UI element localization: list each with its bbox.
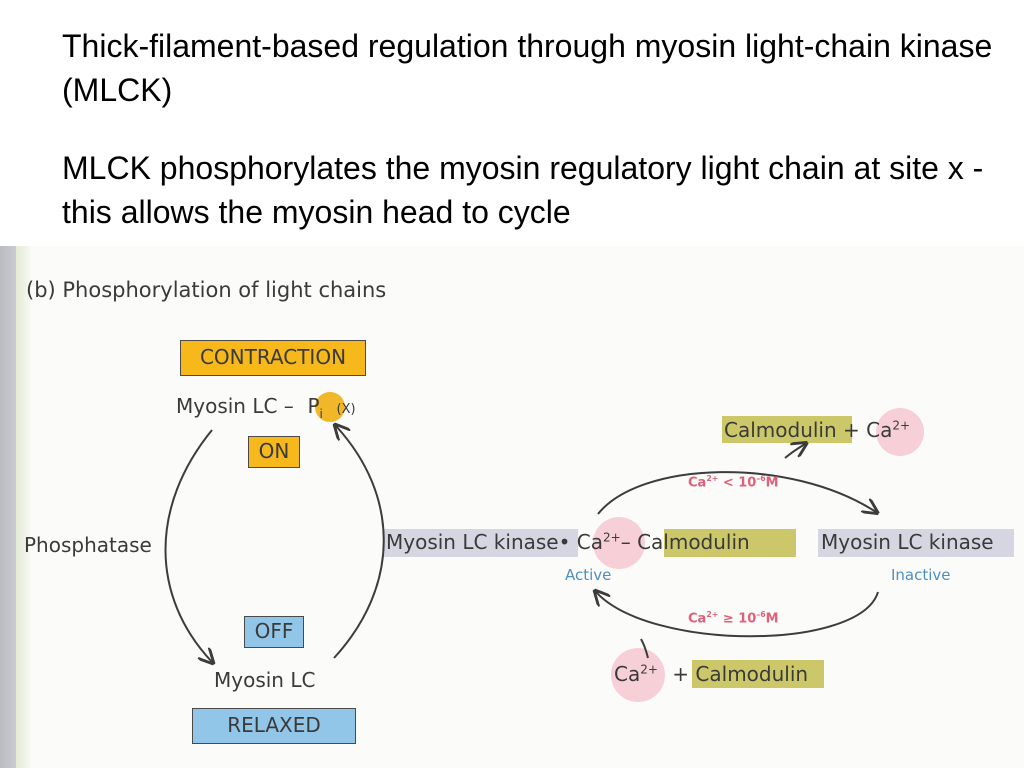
free-calmodulin-bottom-group: Ca2+ + Calmodulin: [614, 662, 809, 686]
left-decorative-band: [0, 246, 16, 768]
calmodulin-free-highlight-top: [722, 416, 852, 443]
calmodulin-bound-label: Calmodulin: [637, 530, 750, 554]
dephosphorylation-arrow: [164, 429, 213, 662]
site-x-label: (X): [336, 402, 356, 417]
figure-caption: (b) Phosphorylation of light chains: [26, 278, 387, 302]
contraction-box: CONTRACTION: [180, 340, 366, 376]
calcium-circle-middle: [593, 517, 645, 569]
left-decorative-stripe: [16, 246, 30, 768]
slide-body-text: MLCK phosphorylates the myosin regulator…: [62, 150, 984, 230]
bond-dot: •: [558, 530, 571, 554]
calmodulin-free-label-top: Calmodulin: [724, 418, 837, 442]
active-kinase-complex: Myosin LC kinase• Ca2+– Calmodulin: [386, 530, 750, 554]
calmodulin-free-highlight-bottom: [692, 660, 824, 688]
calcium-label-bottom: Ca2+: [614, 662, 658, 686]
binding-arrow: [640, 638, 649, 659]
kinase-active-label: Myosin LC kinase: [386, 530, 559, 554]
off-box: OFF: [244, 616, 304, 648]
on-box: ON: [248, 436, 300, 468]
inactivation-arrow: [597, 471, 876, 514]
light-chain-phosphorylation-figure: (b) Phosphorylation of light chains CONT…: [0, 246, 1024, 768]
kinase-inactive-label: Myosin LC kinase: [821, 530, 994, 554]
phosphorylation-arrow: [334, 426, 385, 659]
myosin-lc-phosphorylated-label: Myosin LC – Pi (X): [176, 394, 356, 421]
high-calcium-condition: Ca2+ ≥ 10–6M: [688, 610, 779, 627]
reaction-arrows: [164, 246, 1024, 768]
activation-arrow: [596, 592, 879, 638]
slide-title: Thick-filament-based regulation through …: [62, 28, 993, 108]
calcium-circle-bottom: [611, 648, 665, 702]
calcium-label-top: Ca2+: [866, 418, 911, 442]
calcium-label-middle: Ca2+: [576, 530, 621, 554]
low-calcium-condition: Ca2+ < 10–6M: [688, 474, 779, 491]
calcium-circle-top: [876, 408, 924, 456]
phosphatase-label: Phosphatase: [24, 533, 152, 557]
free-calmodulin-top-group: Calmodulin + Ca2+: [724, 418, 911, 442]
active-state-label: Active: [565, 566, 612, 584]
phosphate-label: Pi: [307, 394, 323, 421]
calmodulin-bound-highlight: [664, 529, 796, 557]
release-arrow: [784, 444, 805, 459]
phosphate-circle: [315, 392, 345, 422]
kinase-inactive-highlight: [818, 529, 1014, 557]
relaxed-box: RELAXED: [192, 708, 356, 744]
myosin-lc-label: Myosin LC: [214, 668, 316, 692]
kinase-active-highlight: [384, 529, 578, 557]
calmodulin-free-label-bottom: Calmodulin: [695, 662, 809, 686]
inactive-state-label: Inactive: [891, 566, 951, 584]
